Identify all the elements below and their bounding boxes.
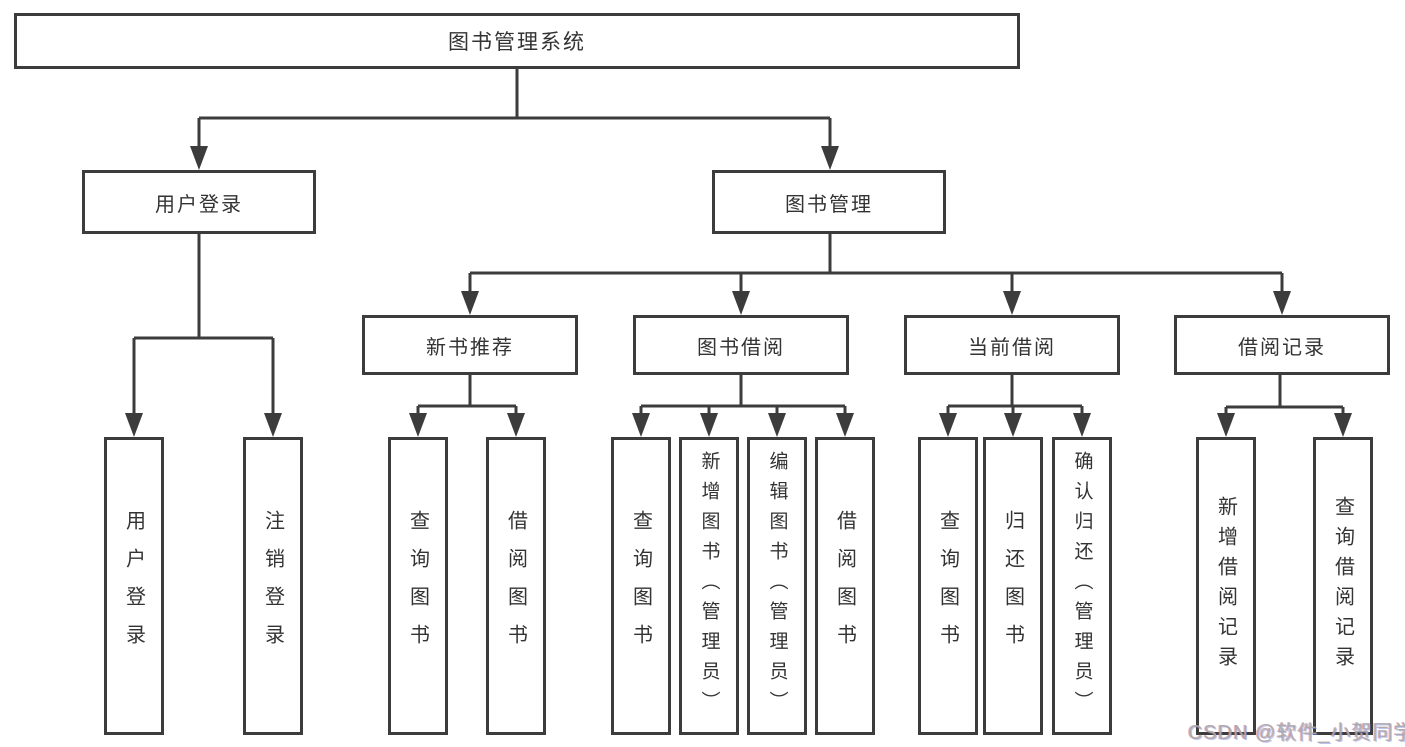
node-label: 新书推荐 <box>426 336 514 359</box>
leaf-label: 借阅图书 <box>504 510 527 662</box>
leaf-label: 借阅图书 <box>833 510 856 662</box>
node-label: 当前借阅 <box>968 336 1056 359</box>
leaf-label: 查询图书 <box>629 510 652 662</box>
node-label: 用户登录 <box>155 193 243 216</box>
csdn-watermark: CSDN @软件_小贺同学 <box>1188 722 1405 744</box>
leaf-add-books-admin: 新增图书（管理员） <box>679 437 739 735</box>
leaf-confirm-return-admin: 确认归还（管理员） <box>1052 437 1112 735</box>
node-label: 图书管理 <box>785 193 873 216</box>
leaf-borrow-books-2: 借阅图书 <box>815 437 875 735</box>
leaf-label: 查询图书 <box>406 510 429 662</box>
node-user-login: 用户登录 <box>82 170 316 234</box>
node-label: 借阅记录 <box>1238 336 1326 359</box>
leaf-label: 注销登录 <box>261 510 284 662</box>
leaf-label: 用户登录 <box>122 510 145 662</box>
leaf-label: 新增图书（管理员） <box>698 451 720 721</box>
leaf-label: 确认归还（管理员） <box>1071 451 1093 721</box>
leaf-borrow-books-1: 借阅图书 <box>486 437 546 735</box>
leaf-query-borrow-record: 查询借阅记录 <box>1313 437 1373 735</box>
node-library-management-system: 图书管理系统 <box>14 13 1020 69</box>
node-borrow-records: 借阅记录 <box>1174 315 1390 375</box>
node-label: 图书借阅 <box>697 336 785 359</box>
leaf-label: 编辑图书（管理员） <box>766 451 788 721</box>
leaf-user-login: 用户登录 <box>104 437 164 735</box>
node-current-borrow: 当前借阅 <box>904 315 1120 375</box>
node-new-book-recommend: 新书推荐 <box>362 315 578 375</box>
node-label: 图书管理系统 <box>448 31 586 54</box>
leaf-logout: 注销登录 <box>243 437 303 735</box>
leaf-label: 新增借阅记录 <box>1214 496 1237 676</box>
leaf-edit-books-admin: 编辑图书（管理员） <box>747 437 807 735</box>
node-book-management: 图书管理 <box>712 170 946 234</box>
leaf-query-books-2: 查询图书 <box>611 437 671 735</box>
leaf-label: 归还图书 <box>1001 510 1024 662</box>
leaf-return-books: 归还图书 <box>983 437 1043 735</box>
leaf-add-borrow-record: 新增借阅记录 <box>1196 437 1256 735</box>
leaf-label: 查询借阅记录 <box>1331 496 1354 676</box>
leaf-query-books-1: 查询图书 <box>388 437 448 735</box>
node-book-borrow: 图书借阅 <box>633 315 849 375</box>
leaf-query-books-3: 查询图书 <box>918 437 978 735</box>
leaf-label: 查询图书 <box>936 510 959 662</box>
